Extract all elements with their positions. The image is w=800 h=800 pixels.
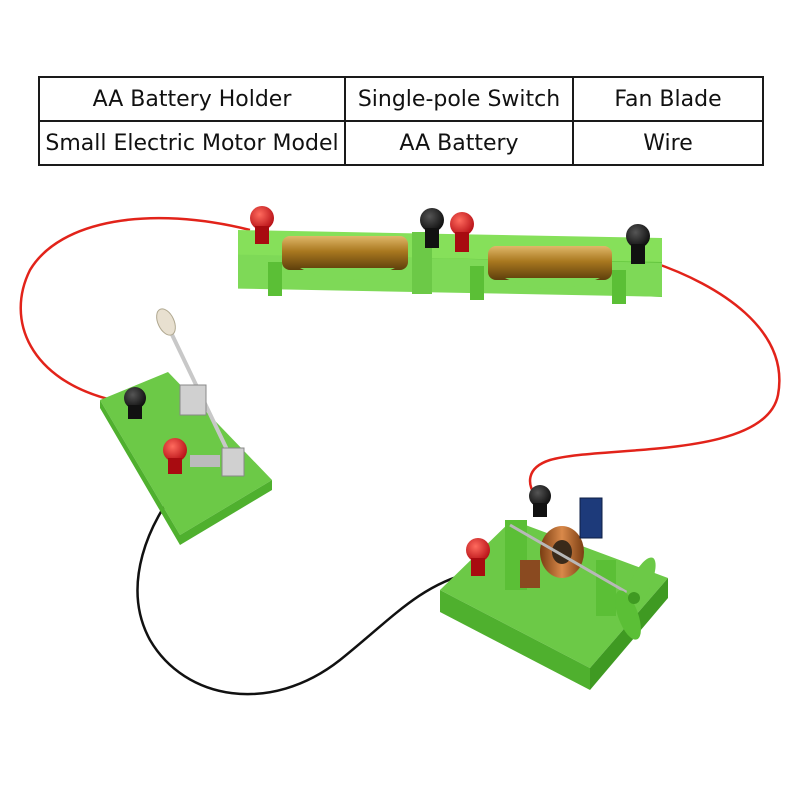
legend-cell-battery: AA Battery [344,120,574,166]
legend-cell-switch: Single-pole Switch [344,76,574,122]
legend-cell-wire: Wire [572,120,764,166]
red-wire-right [528,260,781,496]
legend-row: Small Electric Motor Model AA Battery Wi… [38,120,764,166]
component-legend-table: AA Battery Holder Single-pole Switch Fan… [38,76,764,166]
battery-terminals [250,206,650,264]
legend-cell-fan-blade: Fan Blade [572,76,764,122]
legend-cell-battery-holder: AA Battery Holder [38,76,346,122]
legend-cell-motor-model: Small Electric Motor Model [38,120,346,166]
switch-icon [100,308,272,545]
black-wire [136,484,471,696]
motor-icon [440,485,668,690]
fan-blade-icon [615,557,656,640]
legend-row: AA Battery Holder Single-pole Switch Fan… [38,76,764,122]
aa-battery-icon [282,236,612,289]
red-wire-left [19,216,251,402]
